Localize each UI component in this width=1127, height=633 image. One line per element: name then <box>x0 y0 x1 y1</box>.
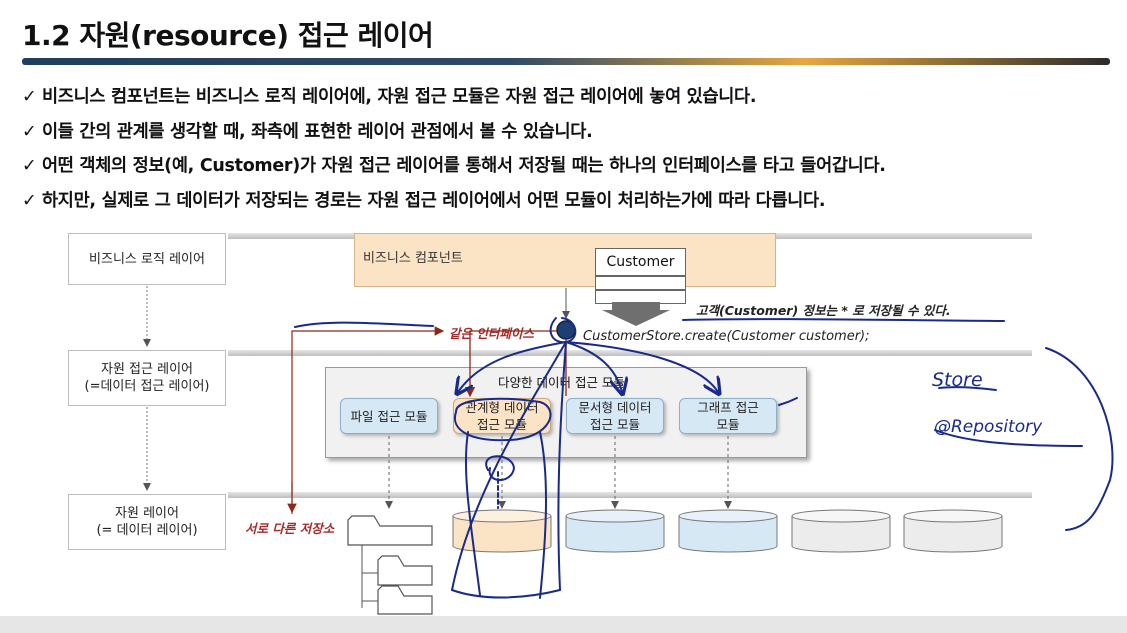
folder-label: 폴더 <box>378 525 402 541</box>
layer-divider <box>228 350 1032 356</box>
bullet-item: ✓비즈니스 컴포넌트는 비즈니스 로직 레이어에, 자원 접근 모듈은 자원 접… <box>22 80 1112 115</box>
title-underline <box>22 58 1110 65</box>
customer-class-box: Customer <box>595 248 686 276</box>
relational-access-module: 관계형 데이터 접근 모듈 <box>453 398 551 434</box>
graph-access-module: 그래프 접근 모듈 <box>679 398 777 434</box>
bullet-item: ✓어떤 객체의 정보(예, Customer)가 자원 접근 레이어를 통해서 … <box>22 149 1112 184</box>
key-value-store-label: Key-value Store <box>810 515 872 547</box>
rdbms-store-label: RDBMS <box>476 524 528 540</box>
bullet-item: ✓하지만, 실제로 그 데이터가 저장되는 경로는 자원 접근 레이어에서 어떤… <box>22 184 1112 219</box>
business-component-box: 비즈니스 컴포넌트 <box>354 233 776 287</box>
handwritten-annotations <box>294 317 1114 599</box>
same-interface-label: 같은 인터페이스 <box>449 326 534 341</box>
check-icon: ✓ <box>22 121 37 142</box>
customer-class-methods <box>595 290 686 304</box>
data-layer-label: 자원 레이어 (= 데이터 레이어) <box>68 494 226 550</box>
document-access-module: 문서형 데이터 접근 모듈 <box>566 398 664 434</box>
method-call-label: CustomerStore.create(Customer customer); <box>583 329 870 344</box>
file-access-module: 파일 접근 모듈 <box>340 398 438 434</box>
check-icon: ✓ <box>22 156 37 176</box>
business-logic-layer-label: 비즈니스 로직 레이어 <box>68 233 226 285</box>
check-icon: ✓ <box>22 190 37 211</box>
slide-title: 1.2 자원(resource) 접근 레이어 <box>22 19 434 52</box>
module-group-title: 다양한 데이터 접근 모듈 <box>498 375 625 390</box>
bullet-list: ✓비즈니스 컴포넌트는 비즈니스 로직 레이어에, 자원 접근 모듈은 자원 접… <box>22 80 1112 218</box>
different-storage-label: 서로 다른 저장소 <box>245 521 335 536</box>
document-store-label: Document Store <box>582 515 648 547</box>
interface-icon <box>556 320 576 340</box>
handwritten-repository: @Repository <box>934 417 1043 437</box>
check-icon: ✓ <box>22 87 37 107</box>
layer-divider <box>228 492 1032 498</box>
handwritten-store: Store <box>932 369 983 391</box>
column-family-store-label: Column family Store <box>907 515 999 547</box>
customer-storage-note: 고객(Customer) 정보는 * 로 저장될 수 있다. <box>696 303 951 318</box>
resource-access-layer-label: 자원 접근 레이어 (=데이터 접근 레이어) <box>68 350 226 406</box>
bullet-item: ✓이들 간의 관계를 생각할 때, 좌측에 표현한 레이어 관점에서 볼 수 있… <box>22 115 1112 150</box>
customer-class-attrs <box>595 276 686 290</box>
bottom-bar <box>0 616 1127 633</box>
gray-down-arrow <box>602 302 670 326</box>
graph-store-label: Graph Store <box>708 515 748 547</box>
